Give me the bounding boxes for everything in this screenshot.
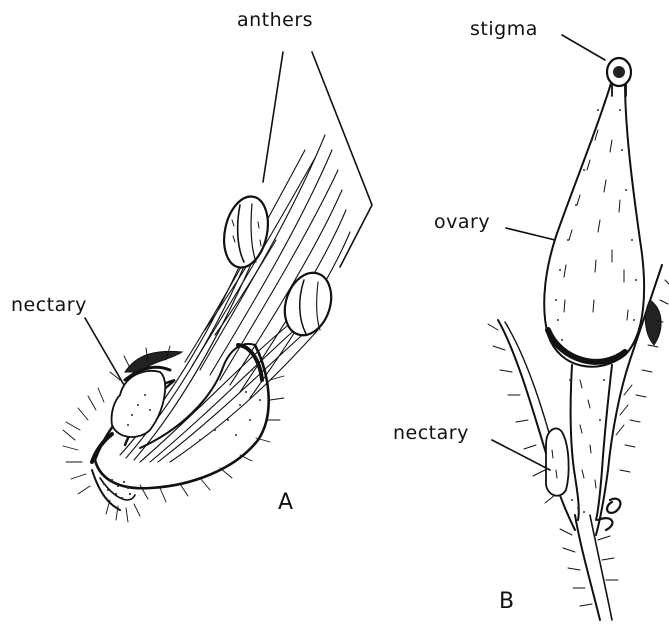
stem-b [560, 515, 618, 620]
anther-lower [277, 267, 339, 341]
nectary-a-leader [85, 318, 124, 385]
nectary-b-leader [492, 440, 550, 470]
ovary-body [544, 80, 644, 367]
anthers-label: anthers [237, 11, 313, 30]
panel-a-drawing [63, 52, 372, 522]
nectary-a-label: nectary [11, 296, 87, 315]
anther-upper [218, 192, 274, 271]
anthers-leader-2 [312, 52, 372, 267]
ovary-label: ovary [434, 213, 490, 232]
stigma-label: stigma [470, 20, 538, 39]
ovary-leader [506, 228, 555, 240]
panel-a-letter: A [278, 492, 293, 514]
panel-b-drawing [488, 35, 669, 620]
nectary-b-body [546, 428, 569, 495]
hairs-a [63, 346, 284, 522]
nectary-b-label: nectary [393, 424, 469, 443]
ovary-stalk [571, 365, 612, 520]
stigma-leader [562, 35, 605, 60]
panel-b-letter: B [499, 591, 514, 613]
anthers-leader-1 [263, 52, 283, 182]
